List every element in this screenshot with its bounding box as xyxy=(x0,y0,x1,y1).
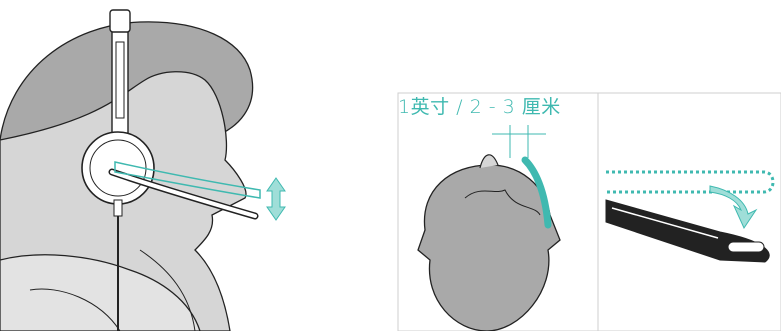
mic-capsule xyxy=(727,241,765,253)
mic-boom-alt-position xyxy=(114,161,261,199)
hair-tuft xyxy=(464,189,541,216)
mic-boom-top-view xyxy=(521,156,552,229)
distance-label: 1英寸 / 2 - 3 厘米 xyxy=(398,96,561,118)
collar xyxy=(139,249,196,332)
panel-rotation xyxy=(597,92,781,332)
mic-boom-highlight xyxy=(611,207,719,239)
mic-boom-dotted-position xyxy=(606,170,775,194)
cable-connector xyxy=(113,199,123,217)
headband-slider xyxy=(115,41,125,119)
panel-top-view xyxy=(397,92,599,332)
headband xyxy=(111,27,129,141)
shoulder-shape xyxy=(0,254,201,332)
nose xyxy=(479,154,499,169)
curved-arrow-icon xyxy=(709,185,758,230)
panel-side-view xyxy=(0,9,286,332)
ear-cup-inner xyxy=(89,139,147,197)
mic-boom-inner xyxy=(110,170,257,218)
up-down-arrow-icon xyxy=(266,177,286,221)
headband-top xyxy=(109,9,131,33)
shirt-fold xyxy=(29,288,121,332)
